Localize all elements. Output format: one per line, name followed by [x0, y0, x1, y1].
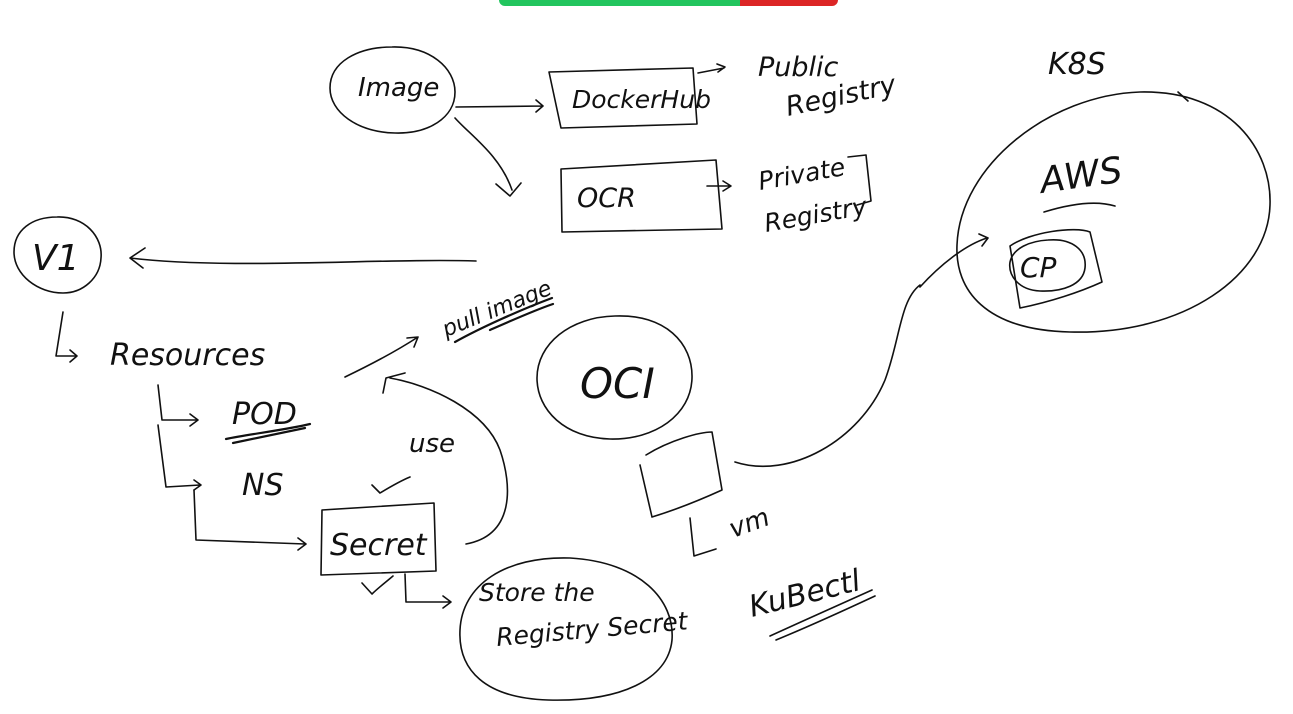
branch-to-pod — [157, 384, 199, 427]
resources-label: Resources — [110, 338, 265, 373]
arrow-secret-to-pod — [382, 372, 509, 545]
use-checkmark — [371, 476, 411, 494]
green-segment — [499, 0, 740, 6]
pod-underline — [224, 422, 312, 445]
cp-circle — [1009, 239, 1086, 292]
secret-checkmark — [361, 575, 394, 595]
private-registry-bracket — [847, 154, 872, 206]
red-segment — [740, 0, 838, 6]
cp-node: CP — [1009, 228, 1103, 309]
v1-circle — [13, 216, 102, 294]
dockerhub-box — [548, 67, 698, 129]
oci-label: OCI — [580, 359, 655, 408]
arrow-secret-to-store — [404, 573, 452, 609]
aws-label: AWS — [1036, 150, 1125, 202]
store-secret-line2: Registry Secret — [495, 606, 690, 652]
arrow-pod-to-pull-image — [344, 336, 419, 378]
aws-underline — [1043, 202, 1116, 213]
vm-label: vm — [725, 502, 774, 544]
v1-node: V1 — [13, 216, 102, 294]
private-registry-line2: Registry — [762, 191, 870, 238]
node-box — [639, 431, 723, 518]
store-secret-line1: Store the — [479, 578, 595, 607]
curve-aws-to-node-box — [734, 233, 989, 467]
arrow-image-to-dockerhub — [455, 99, 544, 113]
use-label: use — [409, 429, 455, 459]
ocr-box — [560, 159, 723, 233]
k8s-label: K8S — [1048, 47, 1106, 82]
branch-to-ns — [157, 424, 202, 491]
aws-node: AWS — [956, 91, 1271, 333]
dockerhub-node: DockerHub — [548, 67, 711, 129]
pull-image-underline — [453, 296, 555, 344]
secret-label: Secret — [330, 528, 428, 563]
vm-bracket — [689, 517, 717, 557]
toolbar-color-bar — [499, 0, 838, 6]
branch-to-secret — [193, 489, 307, 551]
private-registry-line1: Private — [756, 152, 847, 196]
v1-label: V1 — [32, 238, 80, 279]
dockerhub-label: DockerHub — [572, 85, 711, 114]
arrow-v1-to-resources — [55, 311, 78, 363]
pod-label: POD — [232, 397, 297, 432]
aws-ellipse — [956, 91, 1271, 333]
cp-box — [1009, 228, 1103, 309]
store-secret-ellipse — [459, 557, 673, 701]
public-registry-line1: Public — [758, 52, 839, 83]
arrow-to-v1 — [129, 247, 477, 269]
image-node: Image — [329, 46, 456, 134]
oci-node: OCI — [536, 315, 693, 440]
cp-label: CP — [1020, 251, 1057, 284]
ocr-label: OCR — [577, 183, 636, 214]
oci-circle — [536, 315, 693, 440]
arrow-dockerhub-to-public — [697, 63, 726, 74]
arrow-image-to-ocr — [454, 117, 522, 197]
ocr-node: OCR — [560, 159, 723, 233]
arrow-ocr-to-private — [706, 180, 732, 192]
image-label: Image — [358, 73, 439, 103]
ns-label: NS — [242, 468, 283, 503]
secret-box — [320, 502, 437, 576]
store-secret-node: Store the Registry Secret — [459, 557, 690, 701]
kubectl-underline — [769, 589, 876, 641]
image-ellipse — [329, 46, 456, 134]
kubectl-label: KuBectl — [745, 563, 864, 625]
aws-ellipse-tail — [1177, 91, 1189, 102]
secret-node: Secret — [320, 502, 437, 576]
